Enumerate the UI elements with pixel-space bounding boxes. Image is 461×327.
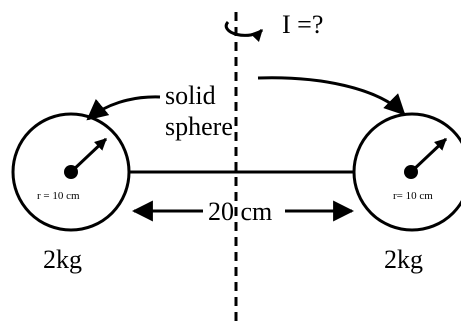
solid-label: solid <box>165 81 216 110</box>
rotation-arrow-icon <box>224 20 264 42</box>
right-radius-label: r= 10 cm <box>393 190 433 202</box>
sphere-label: sphere <box>165 112 233 141</box>
right-sphere <box>352 112 461 232</box>
left-radius-arrow <box>69 137 108 174</box>
distance-label: 20 cm <box>208 197 272 226</box>
left-mass-label: 2kg <box>43 245 82 274</box>
right-pointer-arrow <box>257 76 406 116</box>
right-mass-label: 2kg <box>384 245 423 274</box>
left-sphere <box>11 112 131 232</box>
right-radius-arrow <box>409 137 448 174</box>
left-pointer-arrow <box>86 95 161 121</box>
left-radius-label: r = 10 cm <box>37 190 80 202</box>
moment-of-inertia-label: I =? <box>282 10 323 39</box>
